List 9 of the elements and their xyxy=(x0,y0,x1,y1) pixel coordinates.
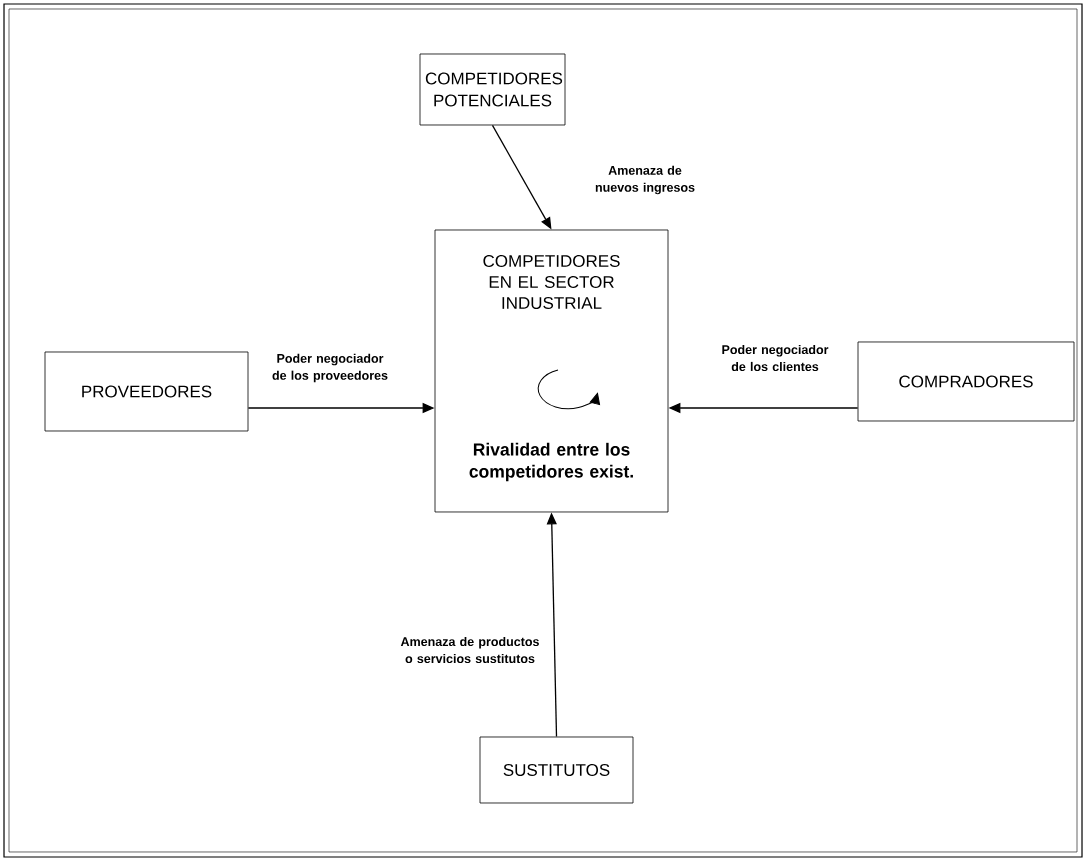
force-box: COMPETIDORES POTENCIALES xyxy=(419,53,566,126)
force-box: SUSTITUTOS xyxy=(479,736,634,804)
edge-label: Amenaza de productos o servicios sustitutos xyxy=(400,636,539,664)
force-box: COMPRADORES xyxy=(857,341,1075,422)
force-box: PROVEEDORES xyxy=(44,351,249,432)
edge-label: Poder negociador de los clientes xyxy=(722,344,829,372)
rivalry-box: COMPETIDORES EN EL SECTOR INDUSTRIAL Rivalidad entre los competidores exist. xyxy=(434,229,669,513)
edge-label: Poder negociador de los proveedores xyxy=(272,353,388,383)
edge-label: Amenaza de nuevos ingresos xyxy=(595,165,695,195)
